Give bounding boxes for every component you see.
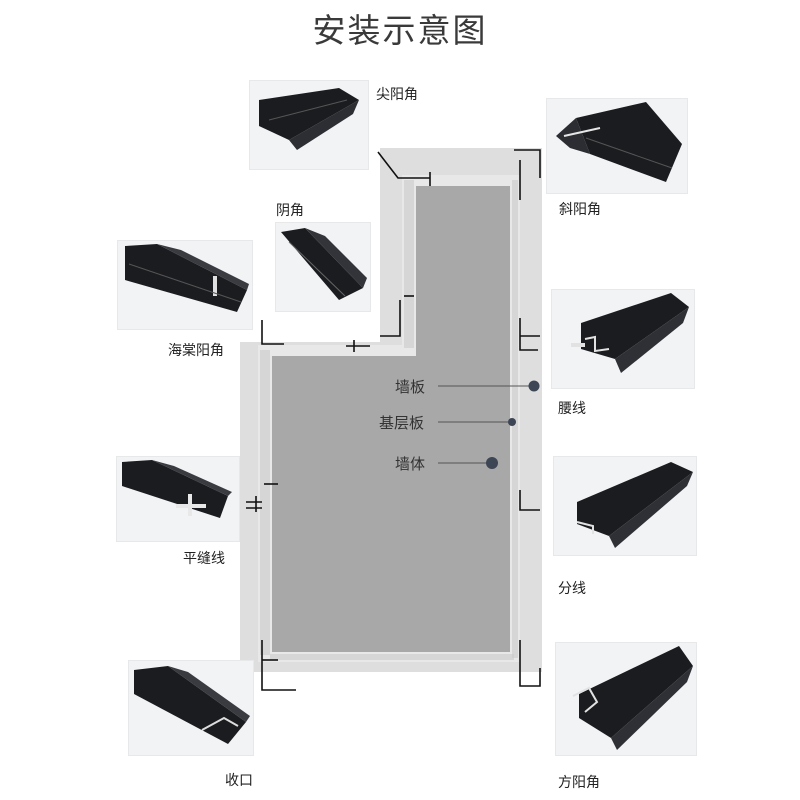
profile-photo-xie-yang-jiao [546,98,688,194]
base-board-dot [508,418,516,426]
wall-body-dot [486,457,498,469]
label-jian-yang-jiao: 尖阳角 [376,87,418,103]
profile-photo-fen-xian [553,456,697,556]
label-yin-jiao: 阴角 [276,203,304,219]
label-shou-kou: 收口 [225,773,253,789]
profile-photo-yin-jiao [275,222,371,312]
page-title: 安装示意图 [312,11,488,50]
profile-photo-haitang-yang-jiao [117,240,253,330]
profile-photo-fang-yang-jiao [555,642,697,756]
label-xie-yang-jiao: 斜阳角 [559,202,601,218]
base-board-label: 基层板 [379,414,425,432]
label-yao-xian: 腰线 [558,401,586,417]
profile-photo-ping-feng-xian [116,456,240,542]
label-ping-feng-xian: 平缝线 [183,551,225,567]
label-fen-xian: 分线 [558,581,586,597]
profile-photo-jian-yang-jiao [249,80,369,170]
wall-panel-label: 墙板 [395,378,426,396]
layer-leaders [438,385,530,464]
profile-lines [246,149,541,691]
profile-photo-yao-xian [551,289,695,389]
wall-panel-dot [528,380,540,392]
label-fang-yang-jiao: 方阳角 [558,775,600,791]
label-haitang-yang-jiao: 海棠阳角 [168,343,224,359]
wall-body-label: 墙体 [395,455,426,473]
wall-body-area [272,186,510,652]
base-board-texture [260,180,518,660]
profile-photo-shou-kou [128,660,254,756]
